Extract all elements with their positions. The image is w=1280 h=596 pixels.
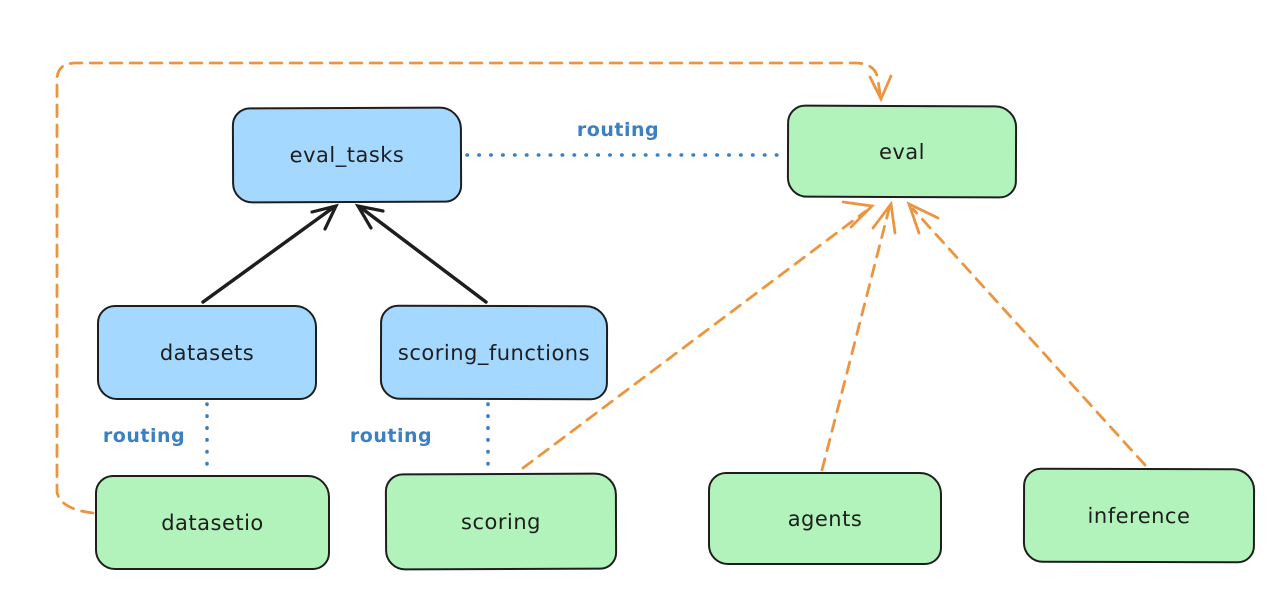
dashed-datasetio-to-eval	[55, 61, 893, 515]
node-eval-label: eval	[878, 139, 926, 164]
node-scoring-functions-label: scoring_functions	[397, 340, 591, 365]
node-inference: inference	[1022, 467, 1256, 564]
edge-label-routing-datasets-datasetio: routing	[102, 425, 186, 447]
node-scoring-label: scoring	[460, 509, 542, 534]
edge-label-routing-scoring-functions-scoring: routing	[349, 425, 433, 447]
dashed-scoring-to-eval	[521, 200, 875, 470]
arrow-scoring-functions-to-eval-tasks	[354, 203, 488, 304]
dashed-inference-to-eval	[906, 201, 1147, 467]
node-eval-tasks-label: eval_tasks	[289, 142, 405, 168]
arrow-datasets-to-eval-tasks	[201, 203, 339, 304]
node-agents: agents	[708, 472, 942, 565]
edge-label-routing-eval-tasks-eval: routing	[576, 119, 660, 141]
node-scoring: scoring	[384, 472, 618, 571]
dashed-agents-to-eval	[820, 200, 897, 472]
node-eval: eval	[786, 104, 1018, 199]
node-datasetio-label: datasetio	[161, 510, 264, 535]
node-datasets: datasets	[97, 305, 317, 400]
node-scoring-functions: scoring_functions	[379, 304, 609, 401]
node-datasetio: datasetio	[95, 475, 330, 570]
node-datasets-label: datasets	[159, 340, 255, 365]
node-agents-label: agents	[787, 506, 863, 531]
node-eval-tasks: eval_tasks	[231, 106, 463, 204]
node-inference-label: inference	[1087, 503, 1191, 528]
